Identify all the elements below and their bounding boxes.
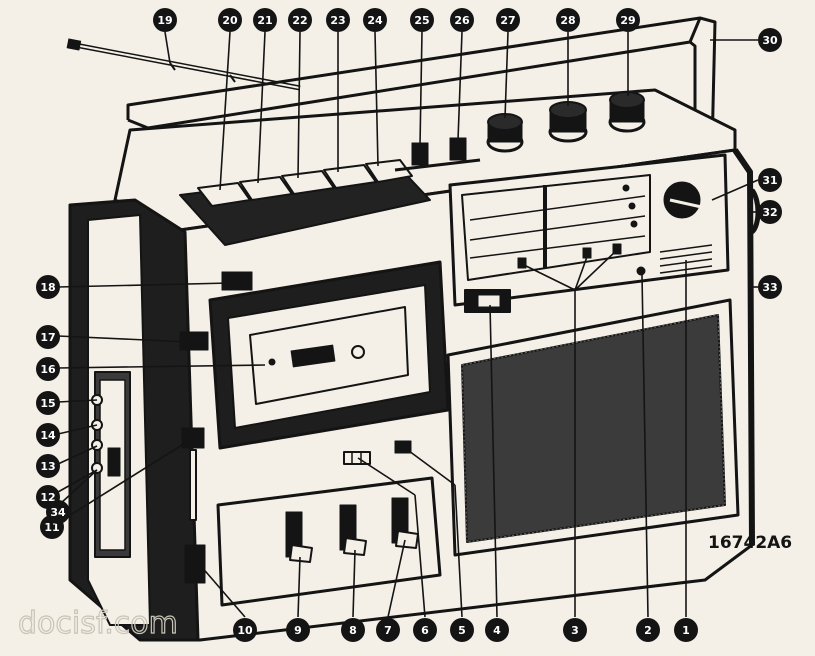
callout-31: 31 [758,168,782,192]
callout-24: 24 [363,8,387,32]
svg-text:12: 12 [40,491,55,504]
tuning-panel [448,153,730,313]
svg-text:34: 34 [50,506,66,519]
svg-text:20: 20 [222,14,238,27]
svg-text:3: 3 [571,624,579,637]
callout-14: 14 [36,423,60,447]
top-sliders [394,137,481,172]
callout-30: 30 [758,28,782,52]
callout-27: 27 [496,8,520,32]
svg-text:28: 28 [560,14,575,27]
svg-text:17: 17 [40,331,55,344]
callout-20: 20 [218,8,242,32]
svg-text:19: 19 [157,14,172,27]
callout-26: 26 [450,8,474,32]
svg-text:31: 31 [762,174,777,187]
callout-33: 33 [758,275,782,299]
svg-text:21: 21 [257,14,272,27]
rotary-knobs [486,91,646,153]
callout-21: 21 [253,8,277,32]
side-socket-panel [91,371,131,558]
callout-6: 6 [413,618,437,642]
callout-32: 32 [758,200,782,224]
watermark-text: docisf.com [18,606,178,641]
svg-text:15: 15 [40,397,55,410]
svg-text:14: 14 [40,429,56,442]
callout-17: 17 [36,325,60,349]
svg-text:2: 2 [644,624,652,637]
callout-10: 10 [233,618,257,642]
callout-1: 1 [674,618,698,642]
svg-text:1: 1 [682,624,690,637]
callout-19: 19 [153,8,177,32]
svg-text:33: 33 [762,281,777,294]
callout-2: 2 [636,618,660,642]
leader-lines [57,31,759,618]
svg-text:4: 4 [493,624,501,637]
svg-text:30: 30 [762,34,778,47]
callout-34: 34 [46,500,70,524]
callout-29: 29 [616,8,640,32]
figure-code: 16742A6 [708,533,792,553]
callout-23: 23 [326,8,350,32]
svg-text:9: 9 [294,624,302,637]
svg-text:8: 8 [349,624,357,637]
callout-13: 13 [36,454,60,478]
callout-4: 4 [485,618,509,642]
speaker-grille [446,298,740,557]
callout-7: 7 [376,618,400,642]
radio-cassette-recorder [66,16,761,642]
svg-text:32: 32 [762,206,777,219]
svg-text:24: 24 [367,14,383,27]
svg-text:11: 11 [44,521,59,534]
callout-9: 9 [286,618,310,642]
svg-text:5: 5 [458,624,466,637]
callout-15: 15 [36,391,60,415]
svg-text:18: 18 [40,281,55,294]
callout-18: 18 [36,275,60,299]
svg-text:7: 7 [384,624,392,637]
svg-text:25: 25 [414,14,429,27]
svg-text:13: 13 [40,460,55,473]
svg-text:27: 27 [500,14,515,27]
callout-3: 3 [563,618,587,642]
piano-keys [179,159,431,246]
lower-control-panel [181,427,442,607]
svg-text:6: 6 [421,624,429,637]
callout-8: 8 [341,618,365,642]
svg-text:26: 26 [454,14,470,27]
callout-22: 22 [288,8,312,32]
callout-16: 16 [36,357,60,381]
svg-text:16: 16 [40,363,56,376]
cassette-compartment [179,260,450,450]
svg-text:23: 23 [330,14,345,27]
callout-25: 25 [410,8,434,32]
svg-text:22: 22 [292,14,307,27]
svg-text:29: 29 [620,14,635,27]
svg-text:10: 10 [237,624,253,637]
callout-28: 28 [556,8,580,32]
callout-5: 5 [450,618,474,642]
